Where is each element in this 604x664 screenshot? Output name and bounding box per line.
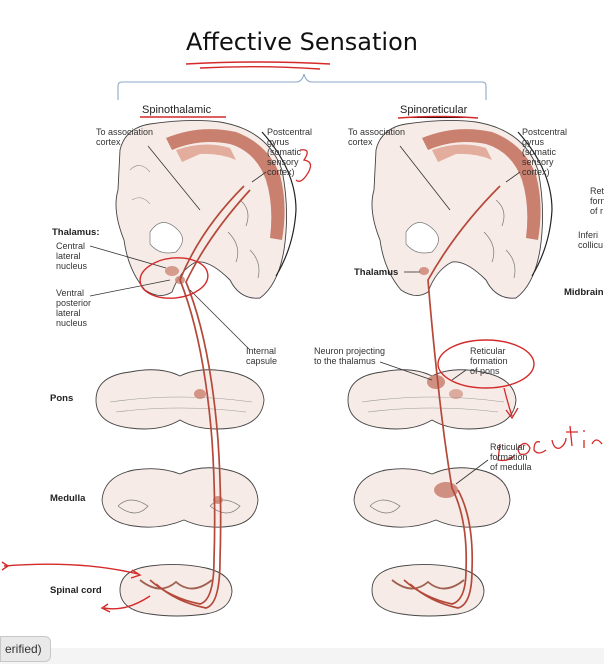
right-medulla-section: [354, 468, 510, 527]
title-underline-annotation: [186, 62, 330, 69]
left-medulla-section: [102, 468, 258, 527]
neuron-projecting-label: Neuron projecting to the thalamus: [314, 346, 385, 366]
central-lateral-label: Central lateral nucleus: [56, 241, 87, 271]
right-pons-section: [348, 370, 516, 429]
left-to-association-label: To association cortex: [96, 127, 153, 147]
right-postcentral-label: Postcentral gyrus (somatic sensory corte…: [522, 127, 567, 177]
cut-ret-label: Ret forn of r: [590, 186, 604, 216]
spinothalamic-heading: Spinothalamic: [142, 104, 211, 116]
right-thalamus-label: Thalamus: [354, 268, 398, 278]
verified-badge[interactable]: erified): [0, 636, 51, 662]
reticular-medulla-label: Reticular formation of medulla: [490, 442, 532, 472]
heading-bracket: [118, 74, 486, 100]
reticular-pons-label: Reticular formation of pons: [470, 346, 508, 376]
left-spinal-cord-section: [120, 564, 232, 616]
ventral-posterior-label: Ventral posterior lateral nucleus: [56, 288, 91, 328]
left-pons-section: [96, 370, 264, 429]
internal-capsule-label: Internal capsule: [246, 346, 277, 366]
right-to-association-label: To association cortex: [348, 127, 405, 147]
left-thalamus-label: Thalamus:: [52, 228, 100, 238]
spinoreticular-heading: Spinoreticular: [400, 104, 467, 116]
pons-label: Pons: [50, 394, 73, 404]
spinoreticular-underline: [398, 117, 478, 119]
bottom-bar: [0, 648, 604, 664]
medulla-label: Medulla: [50, 494, 85, 504]
cut-midbrain-label: Midbrain: [564, 288, 604, 298]
right-spinal-cord-section: [372, 564, 484, 616]
left-postcentral-label: Postcentral gyrus (somatic sensory corte…: [267, 127, 312, 177]
cut-inferior-label: Inferi collicu: [578, 230, 603, 250]
spinal-cord-label: Spinal cord: [50, 586, 102, 596]
